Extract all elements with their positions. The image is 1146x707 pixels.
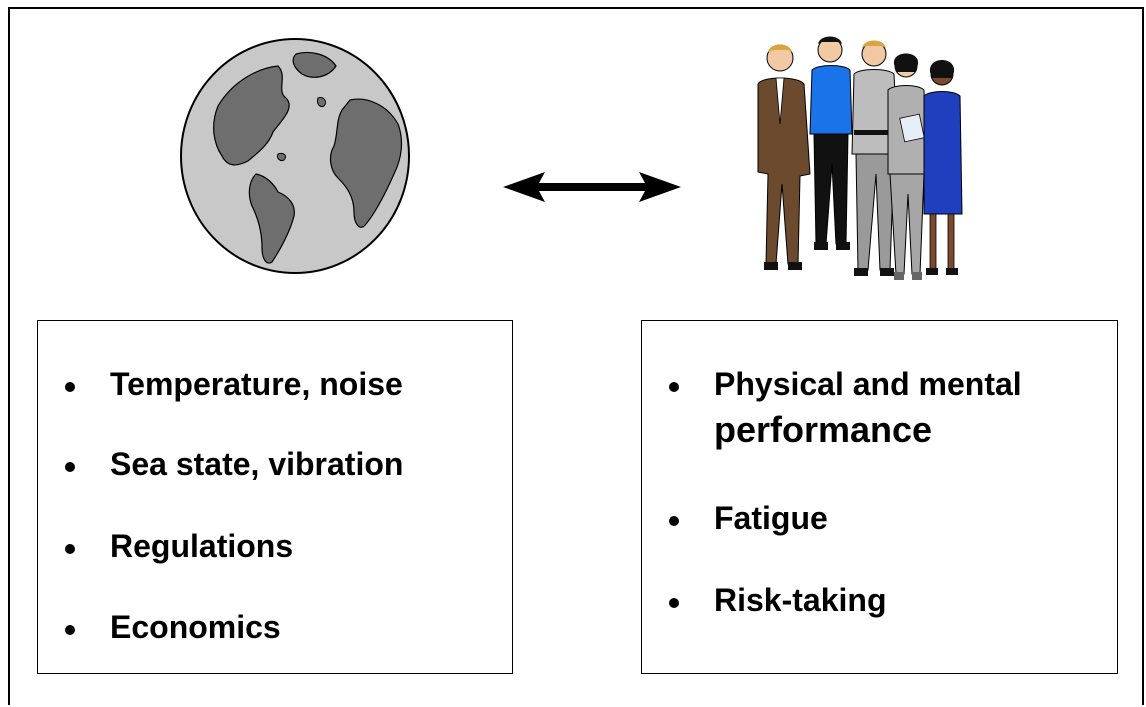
person-woman-blue-dress-icon (923, 60, 963, 275)
environment-factors-box: Temperature, noise Sea state, vibration … (37, 320, 513, 674)
list-item-label: Sea state, vibration (110, 446, 404, 482)
list-item-label: Regulations (110, 528, 294, 564)
list-item-label: Risk-taking (714, 582, 887, 618)
bullet-icon (65, 382, 75, 392)
bullet-icon (669, 516, 679, 526)
globe-icon (180, 38, 410, 274)
bullet-icon (65, 544, 75, 554)
slide-frame (8, 7, 1144, 705)
list-item-label: Fatigue (714, 500, 828, 536)
bullet-icon (669, 598, 679, 608)
person-gray-suit-icon (851, 40, 899, 276)
person-blue-shirt-icon (809, 36, 853, 250)
human-factors-box: Physical and mental performance Fatigue … (641, 320, 1118, 674)
bullet-icon (669, 382, 679, 392)
person-woman-gray-icon (887, 53, 927, 280)
list-item-label-line2: performance (714, 409, 933, 451)
person-brown-suit-icon (757, 44, 811, 270)
list-item-label: Economics (110, 609, 281, 645)
list-item-label: Temperature, noise (110, 366, 403, 402)
bullet-icon (65, 625, 75, 635)
bullet-icon (65, 462, 75, 472)
list-item-label-line1: Physical and mental (714, 366, 1022, 402)
list-item-label: Physical and mental performance (714, 363, 1094, 455)
people-group-icon (757, 36, 963, 280)
double-arrow-icon (503, 172, 681, 202)
